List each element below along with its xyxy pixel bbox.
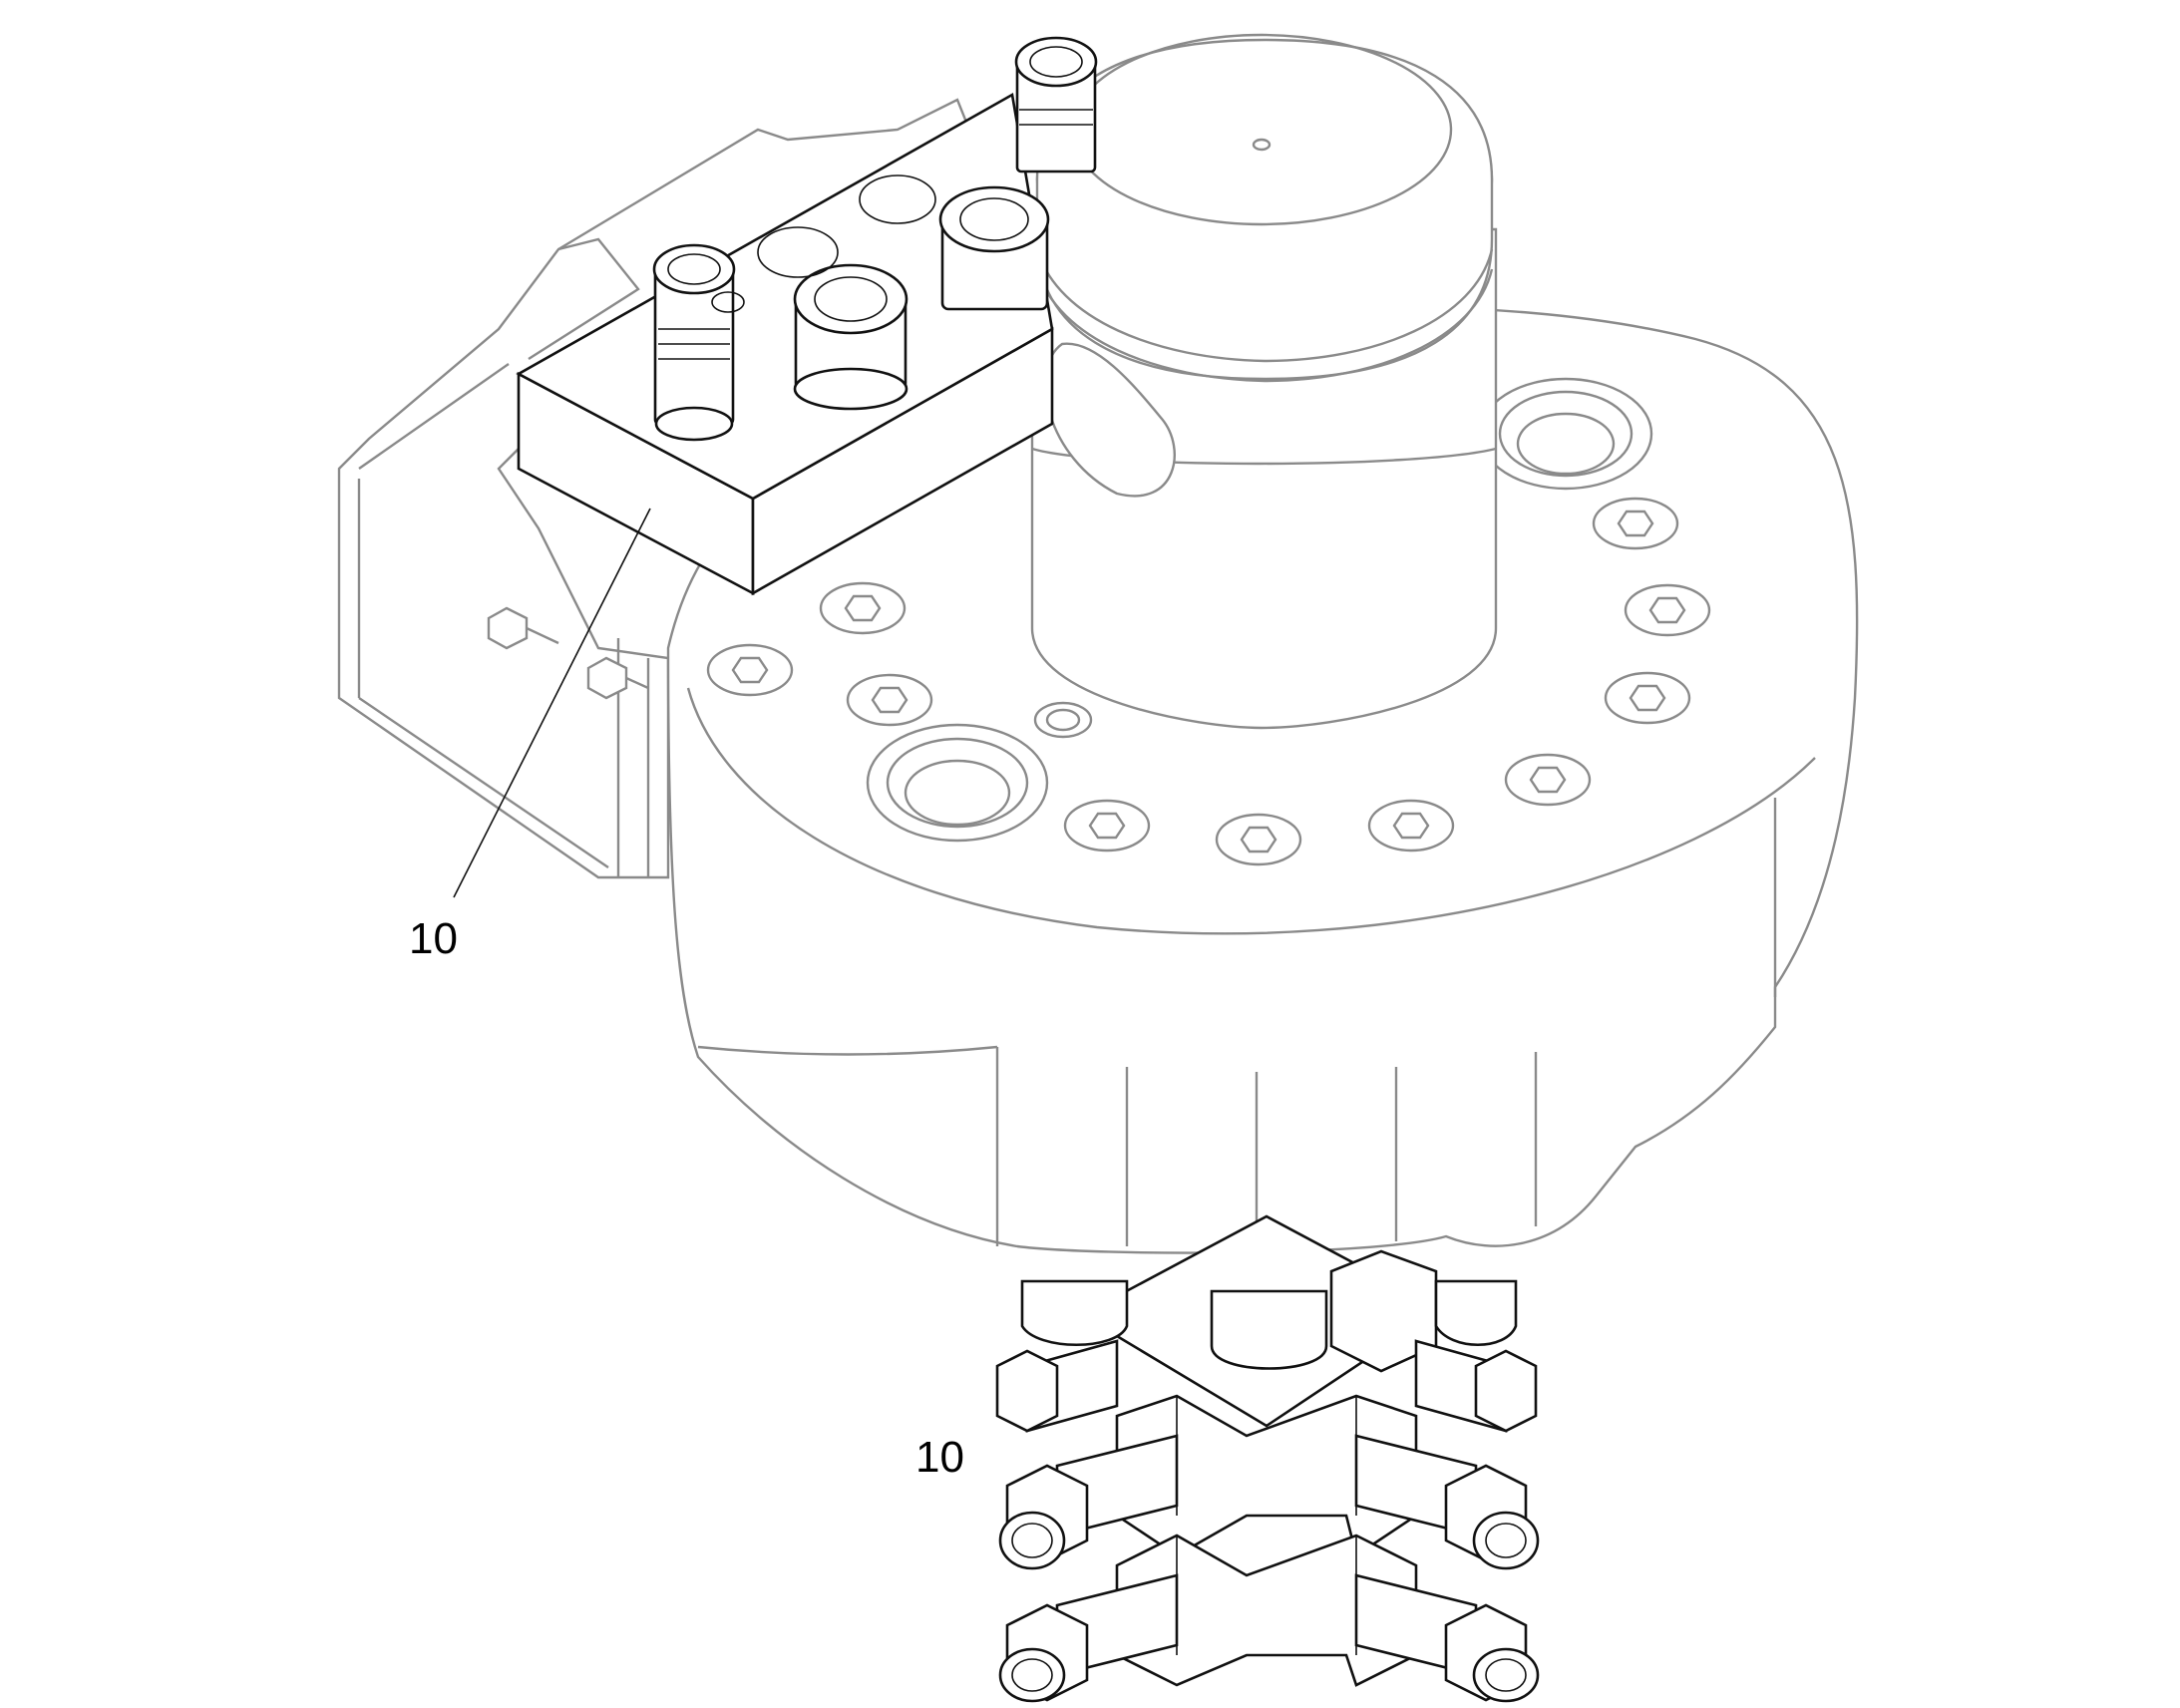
tube-fitting-icon bbox=[995, 1339, 1119, 1433]
tube-fitting-icon bbox=[1354, 1434, 1540, 1570]
tube-fitting-icon bbox=[998, 1573, 1179, 1703]
hex-bolt-icon bbox=[1624, 583, 1711, 637]
port-icon bbox=[866, 723, 1049, 843]
hex-bolt-icon bbox=[846, 673, 933, 727]
reservoir-cylinder bbox=[1030, 33, 1498, 730]
outlet-fitting-icon bbox=[938, 185, 1050, 311]
housing-bolts bbox=[706, 497, 1711, 866]
cap-screw-icon bbox=[1014, 36, 1098, 173]
port-icon bbox=[1478, 377, 1653, 491]
hex-bolt-icon bbox=[1063, 799, 1151, 853]
hex-bolt-icon bbox=[819, 581, 907, 635]
callout-label-bottom: 10 bbox=[915, 1433, 964, 1482]
hex-bolt-icon bbox=[1592, 497, 1679, 550]
valve-fittings bbox=[995, 1339, 1540, 1703]
small-plug-icon bbox=[1033, 701, 1093, 739]
hex-bolt-icon bbox=[1367, 799, 1455, 853]
distributor-block-bottom bbox=[1020, 1214, 1518, 1687]
hex-bolt-icon bbox=[1504, 753, 1592, 807]
cap-screw-icon bbox=[652, 243, 736, 442]
tube-fitting-icon bbox=[998, 1434, 1179, 1570]
bracket-bolt-icon bbox=[487, 606, 649, 700]
callout-label-top: 10 bbox=[409, 914, 458, 963]
tube-fitting-icon bbox=[1414, 1339, 1538, 1433]
leader-line-top bbox=[453, 508, 651, 898]
hex-bolt-icon bbox=[1215, 813, 1302, 866]
distributor-block-top bbox=[516, 36, 1098, 596]
hex-bolt-icon bbox=[1604, 671, 1691, 725]
outlet-fitting-icon bbox=[793, 263, 908, 411]
housing-ports bbox=[866, 377, 1653, 843]
tube-fitting-icon bbox=[1354, 1573, 1540, 1703]
hex-bolt-icon bbox=[706, 643, 794, 697]
